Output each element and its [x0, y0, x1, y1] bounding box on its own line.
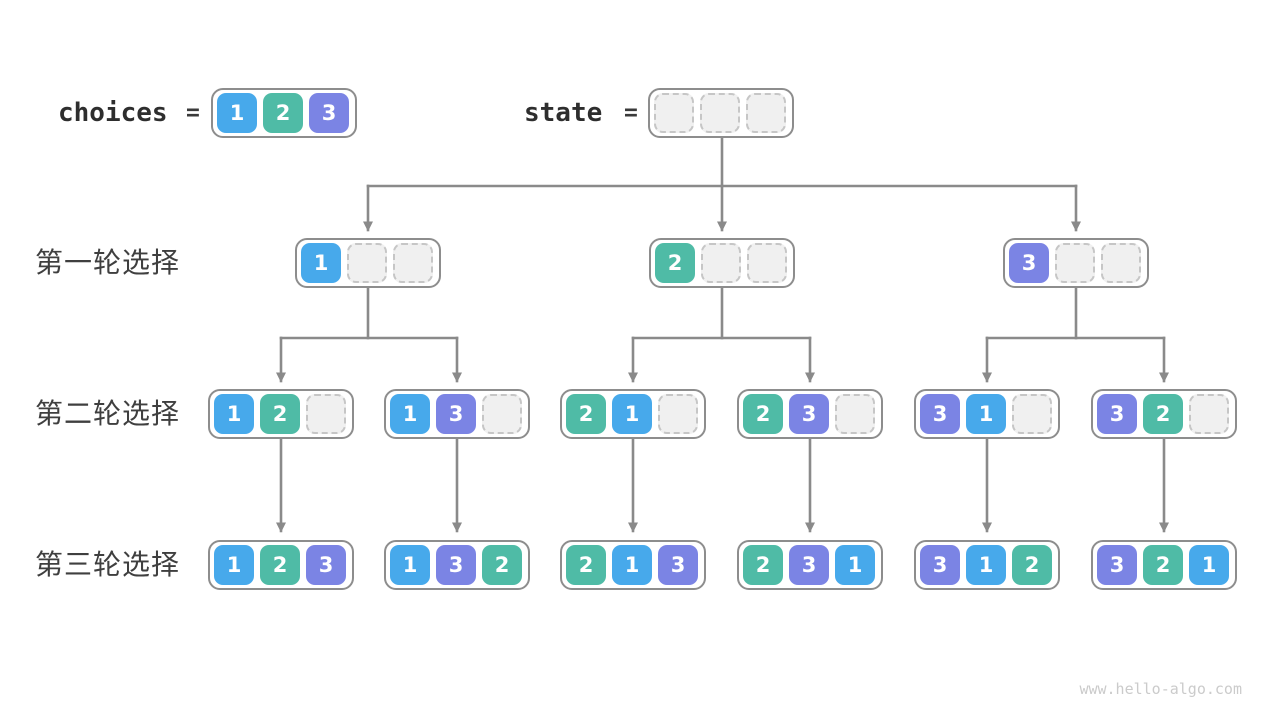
round-3-label: 第三轮选择	[35, 549, 181, 580]
round-2-label: 第二轮选择	[35, 398, 181, 429]
state-equals-sign: =	[624, 100, 638, 126]
empty-cell	[700, 93, 740, 133]
cell-value-3: 3	[309, 93, 349, 133]
cell-value-3: 3	[920, 394, 960, 434]
empty-cell	[393, 243, 433, 283]
cell-value-2: 2	[1012, 545, 1052, 585]
empty-cell	[654, 93, 694, 133]
cell-value-2: 2	[482, 545, 522, 585]
cell-value-1: 1	[217, 93, 257, 133]
cell-value-2: 2	[743, 545, 783, 585]
empty-cell	[1055, 243, 1095, 283]
cell-value-3: 3	[1009, 243, 1049, 283]
empty-cell	[1012, 394, 1052, 434]
cell-value-1: 1	[301, 243, 341, 283]
cell-value-2: 2	[260, 394, 300, 434]
cell-value-3: 3	[920, 545, 960, 585]
cell-value-3: 3	[1097, 394, 1137, 434]
cell-value-3: 3	[1097, 545, 1137, 585]
empty-cell	[835, 394, 875, 434]
cell-value-1: 1	[612, 545, 652, 585]
cell-value-3: 3	[436, 545, 476, 585]
cell-value-1: 1	[966, 394, 1006, 434]
empty-cell	[1189, 394, 1229, 434]
cell-value-1: 1	[612, 394, 652, 434]
cell-value-2: 2	[1143, 394, 1183, 434]
cell-value-3: 3	[658, 545, 698, 585]
empty-cell	[482, 394, 522, 434]
cell-value-2: 2	[1143, 545, 1183, 585]
watermark: www.hello-algo.com	[1079, 680, 1242, 698]
cell-value-2: 2	[566, 545, 606, 585]
cell-value-1: 1	[835, 545, 875, 585]
empty-cell	[701, 243, 741, 283]
choices-label: choices	[58, 98, 168, 128]
cell-value-2: 2	[263, 93, 303, 133]
cell-value-1: 1	[390, 394, 430, 434]
choices-equals-sign: =	[186, 100, 200, 126]
cell-value-2: 2	[566, 394, 606, 434]
cell-value-1: 1	[214, 394, 254, 434]
empty-cell	[306, 394, 346, 434]
state-label: state	[524, 98, 603, 128]
empty-cell	[658, 394, 698, 434]
cell-value-2: 2	[260, 545, 300, 585]
empty-cell	[1101, 243, 1141, 283]
round1-state-1: 1	[295, 238, 441, 288]
cell-value-3: 3	[789, 394, 829, 434]
round1-state-3: 3	[1003, 238, 1149, 288]
round-1-label: 第一轮选择	[35, 247, 181, 278]
cell-value-3: 3	[789, 545, 829, 585]
round1-state-2: 2	[649, 238, 795, 288]
cell-value-2: 2	[743, 394, 783, 434]
cell-value-1: 1	[1189, 545, 1229, 585]
cell-value-1: 1	[966, 545, 1006, 585]
state-array	[648, 88, 794, 138]
cell-value-1: 1	[214, 545, 254, 585]
empty-cell	[747, 243, 787, 283]
cell-value-3: 3	[306, 545, 346, 585]
cell-value-2: 2	[655, 243, 695, 283]
cell-value-1: 1	[390, 545, 430, 585]
empty-cell	[347, 243, 387, 283]
empty-cell	[746, 93, 786, 133]
cell-value-3: 3	[436, 394, 476, 434]
